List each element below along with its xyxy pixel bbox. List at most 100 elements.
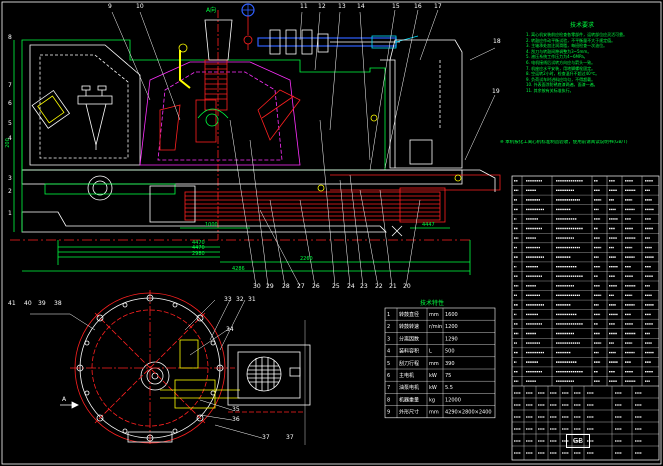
spec-cell: 油泵电机	[399, 384, 419, 391]
part-balloon-29: 29	[266, 283, 274, 290]
part-balloon-18: 18	[493, 38, 501, 45]
spec-cell: 8	[387, 397, 390, 403]
feed-coil	[205, 63, 227, 100]
spec-cell: mm	[429, 361, 439, 367]
part-balloon-27: 27	[297, 283, 305, 290]
spindle-housing	[195, 99, 217, 143]
scraper-arm	[257, 89, 301, 141]
part-balloon-26: 26	[312, 283, 320, 290]
notes-line: 6. 电机接线后试转方向应与箭头一致。	[526, 59, 596, 65]
part-balloon-5: 5	[8, 120, 12, 127]
main-motor	[380, 39, 463, 169]
spec-cell: L	[429, 349, 432, 355]
discharge-port	[87, 175, 113, 201]
title-block-mark: GB	[566, 434, 590, 448]
spec-cell: 3	[387, 336, 390, 342]
part-balloon-3: 3	[8, 175, 12, 182]
wash-pipe	[179, 50, 191, 89]
valve-assembly	[241, 3, 255, 50]
part-balloon-30: 30	[253, 283, 261, 290]
part-balloon-15: 15	[392, 3, 400, 10]
part-balloon-14: 14	[357, 3, 365, 10]
part-balloon-37: 37	[262, 434, 270, 441]
part-balloon-16: 16	[414, 3, 422, 10]
part-balloon-34: 34	[226, 326, 234, 333]
spec-cell: kW	[429, 385, 437, 391]
view-label: A向	[206, 7, 217, 14]
spec-cell: 1	[387, 312, 390, 318]
left-casing	[29, 44, 141, 166]
spec-cell: 500	[445, 349, 455, 355]
front-elevation-view	[10, 3, 501, 275]
manifold-pipe	[257, 29, 419, 55]
bill-of-materials-table	[511, 175, 660, 461]
housing-outline	[21, 39, 386, 171]
floor-base	[21, 211, 387, 233]
spec-cell: 1600	[445, 312, 458, 318]
notes-line: 2. 转鼓应作动平衡试验，不平衡量不大于规定值。	[526, 37, 616, 43]
spec-cell: 分离因数	[399, 335, 419, 342]
spec-cell: 2	[387, 324, 390, 330]
part-balloon-12: 12	[318, 3, 326, 10]
spec-cell: 转鼓转速	[399, 323, 419, 330]
spec-cell: mm	[429, 410, 439, 416]
dimension-chain	[22, 227, 471, 275]
notes-footer: ※ 本机按化工离心机标准制造验收，使用前请阅读说明书(GB/T)	[500, 140, 628, 145]
part-balloon-6: 6	[8, 100, 12, 107]
dim-text-1: 4470	[192, 240, 205, 246]
grease-nipple	[317, 184, 325, 192]
spec-cell: 1200	[445, 324, 458, 330]
scraper-device	[77, 85, 113, 150]
spec-cell: 5.5	[445, 385, 453, 391]
leader-lines-top	[111, 9, 496, 171]
part-balloon-20: 20	[403, 283, 411, 290]
notes-line: 4. 刮刀与转鼓间隙调整为3~5mm。	[526, 48, 592, 54]
part-balloon-33: 33	[224, 296, 232, 303]
dim-text-vertical: 200	[4, 138, 11, 148]
part-balloon-32: 32	[236, 296, 244, 303]
section-label: A	[62, 396, 67, 403]
part-balloon-38: 38	[54, 300, 62, 307]
spec-cell: 机器重量	[399, 396, 419, 403]
spec-cell: 6	[387, 373, 390, 379]
dim-text-4: 4286	[232, 266, 245, 272]
spec-cell: mm	[429, 312, 439, 318]
spec-cell: 4290×2800×2400	[445, 410, 492, 416]
inspection-window	[31, 89, 71, 129]
spec-cell: 390	[445, 361, 455, 367]
spec-cell: 9	[387, 410, 390, 416]
spec-cell: kW	[429, 373, 437, 379]
part-balloon-31: 31	[248, 296, 256, 303]
spec-cell: 主电机	[399, 372, 414, 379]
part-balloon-37: 37	[286, 434, 294, 441]
dim-text-2: 4470	[192, 245, 205, 251]
dim-text-3: 2980	[192, 251, 205, 257]
spec-table-frame	[384, 307, 496, 419]
part-balloon-10: 10	[136, 3, 144, 10]
notes-title: 技术要求	[569, 22, 594, 29]
part-balloon-13: 13	[338, 3, 346, 10]
notes-line: 1. 离心机安装前应检查各零部件，运转部位应灵活可靠。	[526, 32, 628, 37]
part-balloon-28: 28	[282, 283, 290, 290]
plan-bracket	[174, 379, 216, 409]
notes-line: 7. 机座应水平安装，用地脚螺栓固定。	[526, 65, 596, 71]
spec-cell: 7	[387, 385, 390, 391]
notes-line: 10. 外表面涂防锈底漆两遍，面漆一遍。	[526, 82, 598, 88]
part-balloon-35: 35	[232, 406, 240, 413]
notes-line: 11. 其余按有关标准执行。	[526, 87, 574, 93]
part-balloon-17: 17	[434, 3, 442, 10]
part-balloon-1: 1	[8, 210, 12, 217]
spec-cell: 外形尺寸	[399, 409, 419, 416]
part-balloon-7: 7	[8, 82, 12, 89]
notes-line: 9. 负荷试车时进料应均匀，不得超载。	[526, 76, 596, 82]
part-balloon-21: 21	[389, 283, 397, 290]
drum-basket	[139, 61, 301, 166]
dim-text-7: 4447	[422, 222, 435, 228]
part-balloon-2: 2	[8, 188, 12, 195]
part-balloon-41: 41	[8, 300, 16, 307]
feed-hopper	[204, 19, 233, 61]
spec-cell: 12000	[445, 397, 461, 403]
